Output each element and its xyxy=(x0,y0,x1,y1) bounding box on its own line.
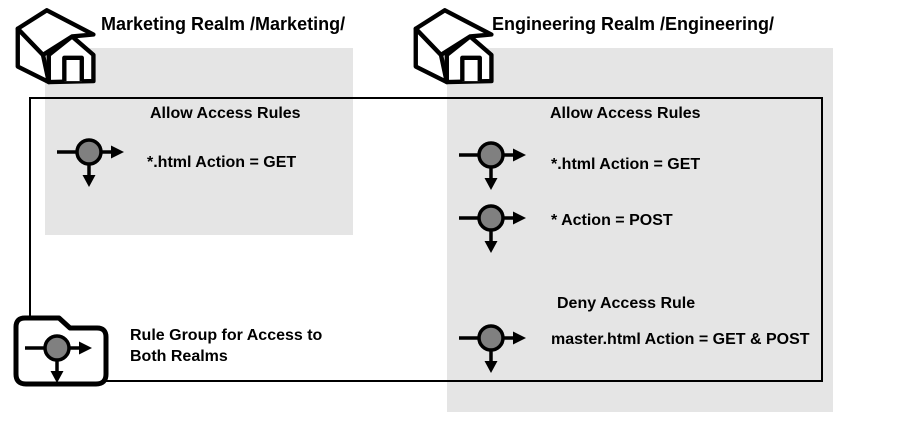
engineering-realm-title: Engineering Realm /Engineering/ xyxy=(492,14,775,34)
marketing-realm-title: Marketing Realm /Marketing/ xyxy=(101,14,346,34)
rule-group-label: Rule Group for Access to Both Realms xyxy=(130,327,323,365)
access-rule-icon xyxy=(458,138,526,190)
engineering-deny-rule: master.html Action = GET & POST xyxy=(551,331,810,348)
engineering-allow-rule: * Action = POST xyxy=(551,212,673,229)
rule-group-boundary-box xyxy=(29,97,823,382)
access-rule-icon xyxy=(458,201,526,253)
engineering-deny-rule-heading: Deny Access Rule xyxy=(557,295,696,312)
folder-rule-group-icon xyxy=(10,310,111,390)
marketing-allow-rules-heading: Allow Access Rules xyxy=(150,105,301,122)
house-icon xyxy=(408,6,505,96)
marketing-allow-rule: *.html Action = GET xyxy=(147,154,297,171)
engineering-realm-panel xyxy=(447,48,833,412)
access-rule-icon xyxy=(458,321,526,373)
access-rule-icon xyxy=(56,135,124,187)
engineering-allow-rule: *.html Action = GET xyxy=(551,156,701,173)
house-icon xyxy=(10,6,107,96)
engineering-allow-rules-heading: Allow Access Rules xyxy=(550,105,701,122)
